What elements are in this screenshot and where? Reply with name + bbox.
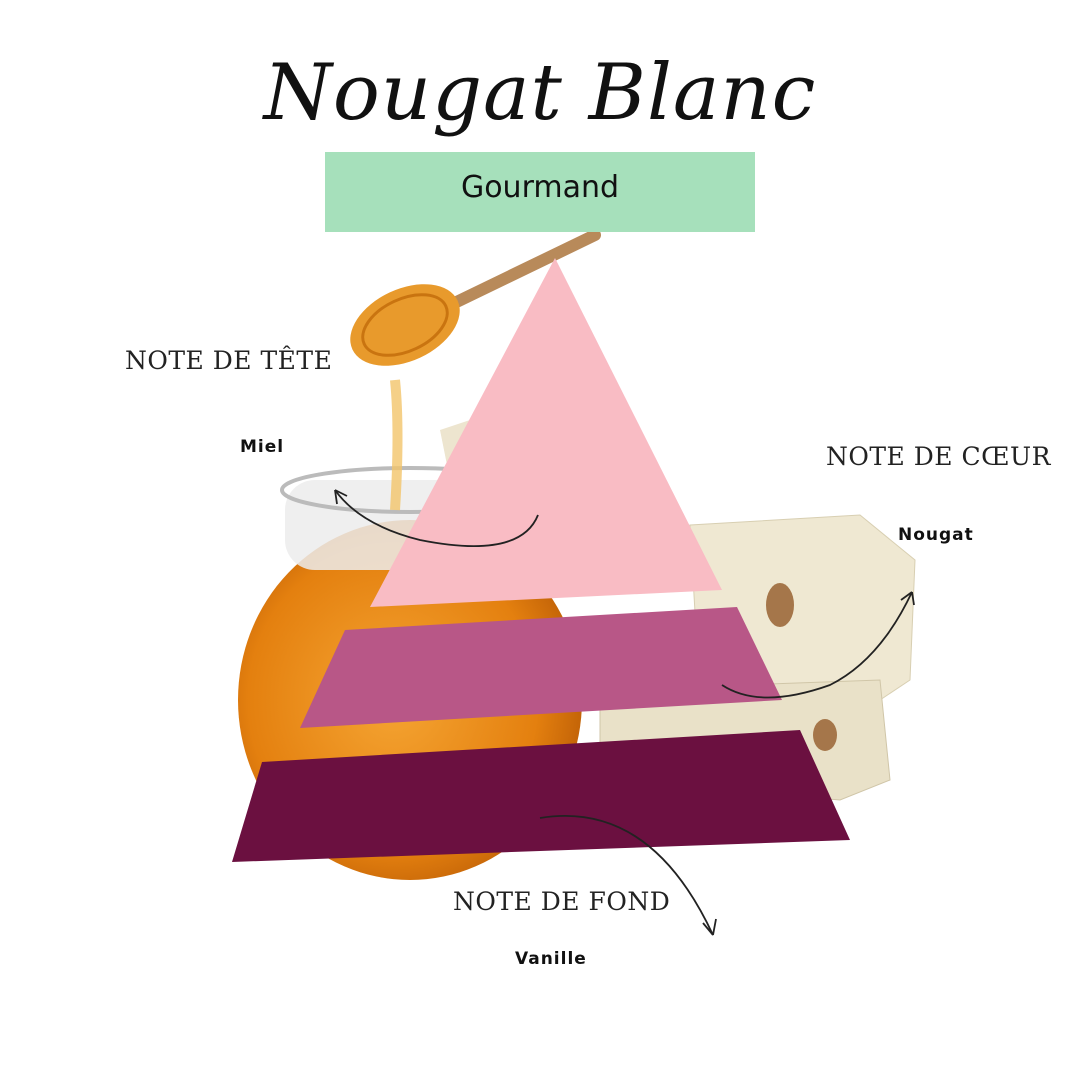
arrow-base-icon (539, 814, 714, 936)
arrow-top-icon (334, 489, 539, 548)
pyramid-top-layer (370, 258, 722, 607)
top-note-ingredient: Miel (240, 437, 285, 457)
family-label: Gourmand (460, 170, 620, 205)
pyramid-base-layer (232, 730, 850, 862)
base-note-label: NOTE DE FOND (453, 887, 671, 916)
family-tape-badge: Gourmand (325, 152, 755, 232)
heart-note-label: NOTE DE CŒUR (826, 442, 1051, 471)
arrow-heart-icon (721, 591, 913, 699)
top-note-label: NOTE DE TÊTE (125, 346, 333, 375)
base-note-ingredient: Vanille (515, 949, 587, 969)
honey-dipper-image (350, 229, 601, 366)
pyramid-middle-layer (300, 607, 782, 728)
heart-note-ingredient: Nougat (898, 525, 974, 545)
arrows (334, 489, 915, 936)
product-title: Nougat Blanc (263, 48, 817, 138)
